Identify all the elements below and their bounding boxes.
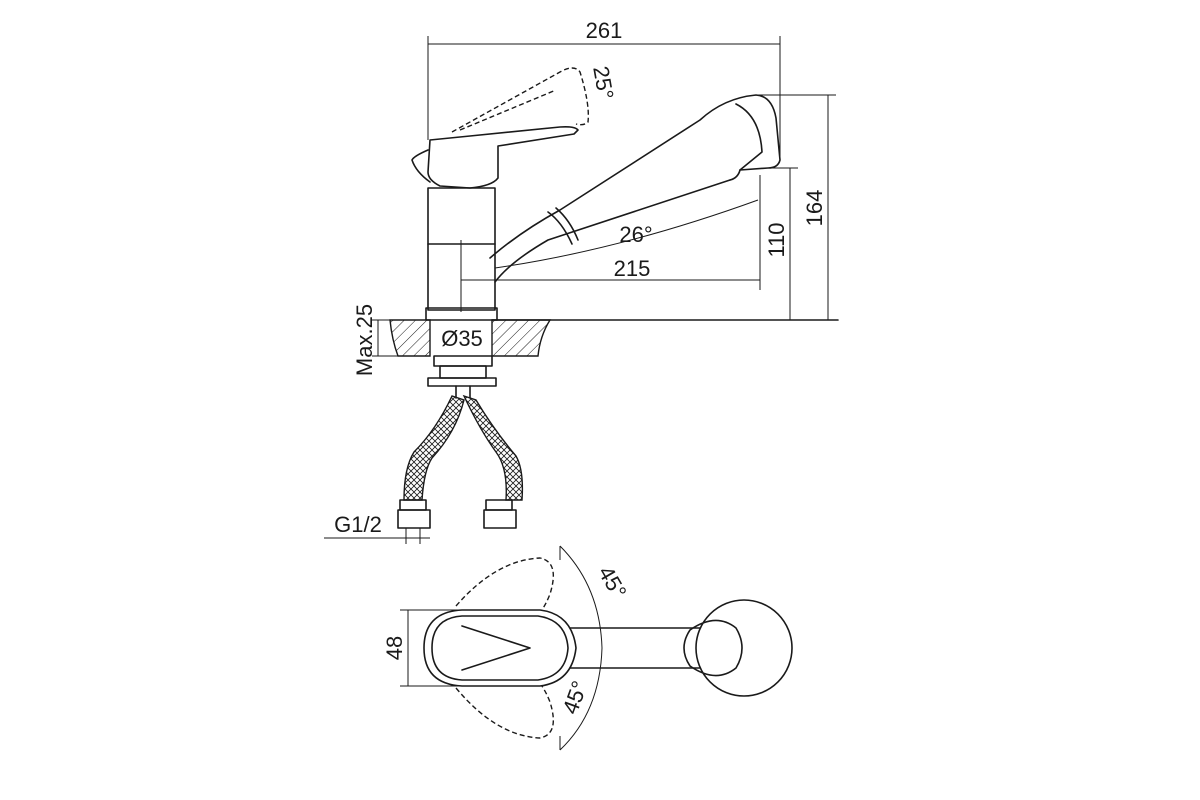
dim-overall-height: 164 bbox=[802, 190, 827, 227]
spout bbox=[489, 94, 781, 283]
dim-spout-angle: 26° bbox=[619, 222, 652, 247]
body-top bbox=[423, 609, 577, 687]
dim-mounting-hole: Ø35 bbox=[441, 326, 483, 351]
side-dimension-lines bbox=[324, 36, 836, 544]
top-dimension-lines bbox=[400, 545, 603, 751]
dim-max-deck-thickness: Max.25 bbox=[352, 304, 377, 376]
side-view: 261 164 110 215 26° 25° Ø35 Max.25 G1/2 bbox=[324, 18, 839, 544]
spout-arm-top bbox=[567, 599, 793, 697]
dim-spout-reach: 215 bbox=[614, 256, 651, 281]
faucet-body bbox=[425, 187, 498, 321]
dim-spout-height: 110 bbox=[764, 222, 789, 257]
dim-overall-length: 261 bbox=[586, 18, 623, 43]
dim-lever-tilt: 25° bbox=[588, 64, 618, 101]
dim-hose-connection: G1/2 bbox=[334, 512, 382, 537]
lever-handle bbox=[411, 67, 590, 189]
top-view: 48 45° 45° bbox=[382, 545, 793, 751]
dim-lever-swing-lower: 45° bbox=[558, 678, 593, 718]
dim-lever-swing-upper: 45° bbox=[593, 562, 631, 603]
dim-body-width: 48 bbox=[382, 636, 407, 660]
countertop-section bbox=[389, 319, 839, 357]
mounting-assembly bbox=[397, 355, 524, 529]
